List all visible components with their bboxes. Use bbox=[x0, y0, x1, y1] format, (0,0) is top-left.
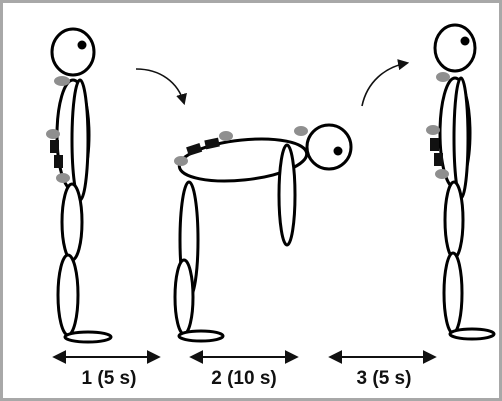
arm bbox=[452, 76, 470, 200]
thigh bbox=[443, 180, 465, 260]
standing-figure-start bbox=[46, 27, 113, 344]
sensor-marker bbox=[426, 125, 440, 135]
eye bbox=[77, 40, 87, 50]
shin bbox=[173, 258, 195, 336]
head bbox=[433, 23, 477, 73]
sensor bbox=[204, 137, 220, 150]
eye bbox=[460, 36, 470, 46]
sensor bbox=[50, 140, 59, 153]
eye bbox=[333, 146, 343, 156]
arm bbox=[277, 143, 297, 247]
foot bbox=[177, 329, 225, 343]
sensor bbox=[186, 143, 203, 156]
head bbox=[305, 123, 353, 171]
sensor-marker bbox=[219, 131, 233, 141]
phase-2-label: 2 (10 s) bbox=[211, 368, 277, 389]
sensor-marker bbox=[435, 169, 449, 179]
thigh bbox=[60, 182, 84, 262]
foot bbox=[448, 327, 496, 341]
phase-3-label: 3 (5 s) bbox=[356, 368, 412, 389]
sensor-marker bbox=[46, 129, 60, 139]
sensor bbox=[54, 155, 63, 168]
transition-arrow bbox=[135, 68, 187, 106]
phase-1-label: 1 (5 s) bbox=[81, 368, 137, 389]
sensor bbox=[434, 153, 443, 166]
shin bbox=[56, 253, 80, 337]
foot bbox=[63, 330, 113, 344]
head bbox=[50, 27, 96, 77]
sensor-marker bbox=[294, 126, 308, 136]
transition-arrow bbox=[361, 59, 410, 107]
sensor bbox=[430, 138, 439, 151]
sensor-marker bbox=[436, 72, 450, 82]
sensor-marker bbox=[56, 173, 70, 183]
sensor-marker bbox=[54, 76, 70, 86]
sensor-marker bbox=[174, 156, 188, 166]
arm bbox=[70, 78, 90, 202]
bent-figure bbox=[173, 123, 353, 343]
standing-figure-end bbox=[426, 23, 496, 341]
shin bbox=[442, 251, 464, 335]
